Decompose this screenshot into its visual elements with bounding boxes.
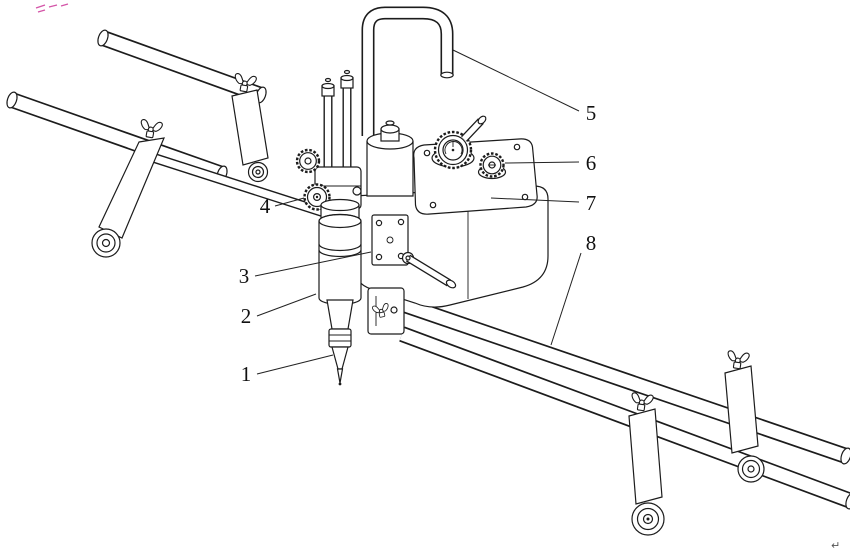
cutting-nozzle [331,346,349,386]
plate-screw [375,253,383,261]
right-clamp-plate-front [628,408,663,505]
left-rear-rail-tube [97,29,267,104]
callout-5-label: 5 [586,101,597,125]
corner-return-mark: ↵ [831,539,840,552]
callout-2-label: 2 [241,304,252,328]
callout-4-label: 4 [260,194,271,218]
rail-bracket [367,287,405,335]
callout-4-leader [274,197,305,207]
torch-barrel [318,198,362,348]
callout-6: 6 [504,151,597,175]
left-wing-nut-front [138,118,164,140]
gearbox [413,138,538,215]
right-clamp-plate-rear [724,365,759,454]
machine-assembly [295,6,549,386]
torch-head-bolt [352,186,362,196]
adjustment-knob-upper [295,148,321,174]
callout-3-leader [254,251,372,277]
callout-5-leader [452,49,580,112]
callout-1: 1 [241,354,334,386]
callout-2: 2 [241,293,317,328]
callout-1-label: 1 [241,362,252,386]
callout-8-label: 8 [586,231,597,255]
right-small-wheel [737,455,765,483]
nipple-fitting [461,115,487,142]
callouts: 1 2 3 4 5 6 7 8 [239,49,597,386]
panel-screw [423,149,431,157]
left-wheel [91,228,121,258]
right-rail-assembly [393,294,850,536]
panel-screw [429,201,437,209]
callout-3: 3 [239,251,372,288]
panel-knob [477,152,507,180]
right-wing-nut-front [629,391,655,413]
plate-screw [375,219,383,227]
watermark [35,3,69,13]
clutch-lever [401,251,457,289]
panel-screw [513,143,521,151]
motor-cap-knob [385,120,395,126]
right-large-wheel [631,502,665,536]
callout-8-leader [550,252,582,346]
right-front-rail-tube [399,326,850,510]
left-small-roller [247,161,269,183]
gas-tubes [321,69,354,172]
callout-8: 8 [550,231,597,346]
left-clamp-plate-rear [231,89,269,166]
callout-1-leader [256,354,334,375]
callout-6-label: 6 [586,151,597,175]
callout-4: 4 [260,194,305,218]
plate-screw [397,218,405,226]
right-rear-rail-tube [393,294,850,465]
callout-7-leader [490,197,580,203]
callout-6-leader [504,161,580,164]
left-clamp-plate-front [98,137,165,239]
mounting-plate [371,214,409,266]
callout-5: 5 [452,49,597,125]
left-rail-assembly [6,29,368,258]
speed-dial [431,130,475,170]
callout-7-label: 7 [586,191,597,215]
callout-7: 7 [490,191,597,215]
callout-2-leader [256,293,317,317]
carry-handle [361,6,454,136]
callout-3-label: 3 [239,264,250,288]
motor [366,120,414,197]
